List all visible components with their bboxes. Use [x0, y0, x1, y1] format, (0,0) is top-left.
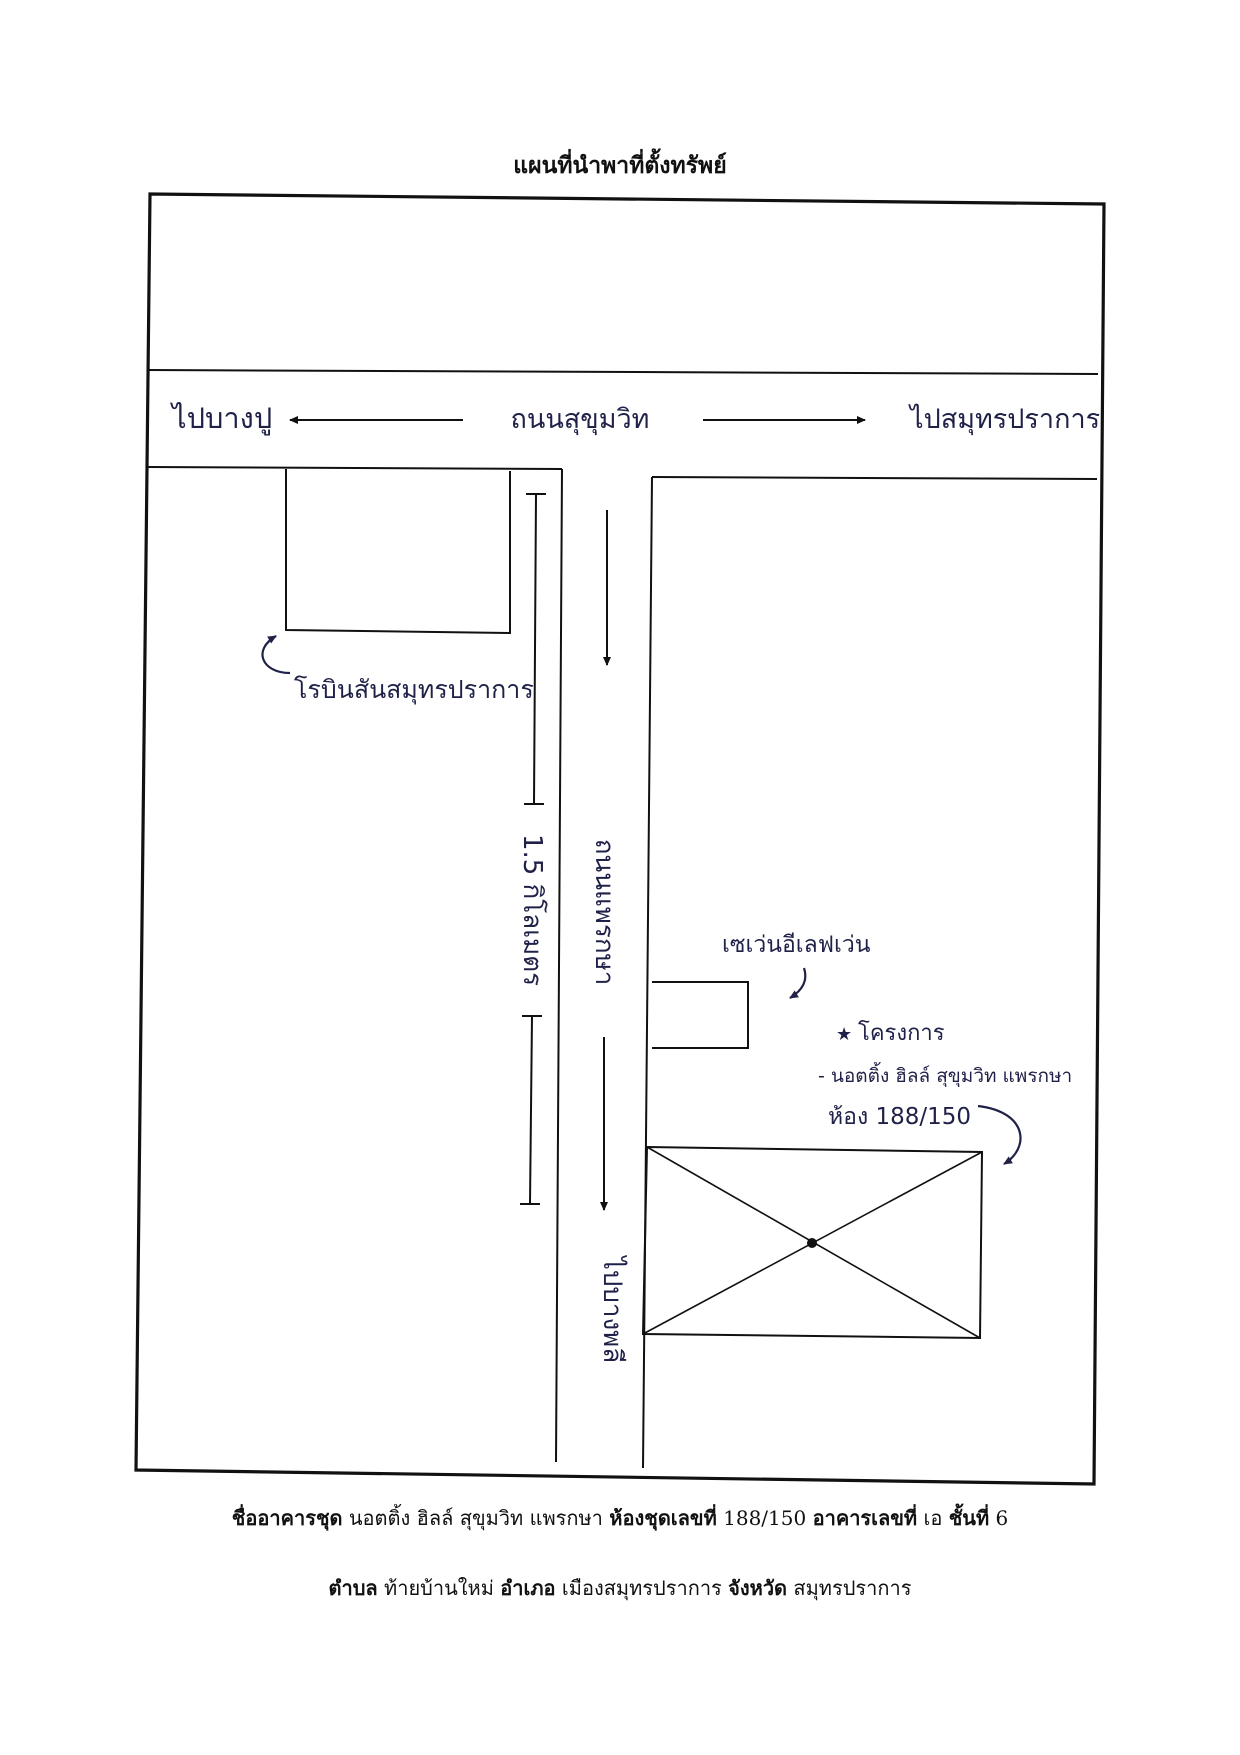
unit-number-value: 188/150	[723, 1506, 807, 1530]
building-name-value: นอตติ้ง ฮิลล์ สุขุมวิท แพรกษา	[348, 1506, 603, 1530]
building-name-label: ชื่ออาคารชุด	[231, 1506, 343, 1530]
building-number-value: เอ	[923, 1506, 943, 1530]
robinson-label: โรบินสันสมุทรปราการ	[294, 675, 534, 705]
phraeksa-road-right-edge	[642, 476, 653, 1469]
province-label: จังหวัด	[728, 1576, 788, 1600]
subdistrict-label: ตำบล	[328, 1576, 378, 1600]
seven-eleven-pointer-arrow	[789, 967, 807, 999]
project-label-line1: โครงการ	[858, 1020, 945, 1046]
sukhumvit-road-bottom-edge-right	[651, 476, 1098, 480]
province-value: สมุทรปราการ	[793, 1576, 912, 1600]
project-label-line3: ห้อง 188/150	[828, 1104, 971, 1130]
footer-address-line-2: ตำบล ท้ายบ้านใหม่ อำเภอ เมืองสมุทรปราการ…	[0, 1572, 1240, 1604]
building-number-label: อาคารเลขที่	[812, 1506, 918, 1530]
to-bang-phli-label: ไปบางพลี	[597, 1255, 628, 1363]
seven-eleven-building	[652, 981, 749, 1049]
project-label-line2: - นอตติ้ง ฮิลล์ สุขุมวิท แพรกษา	[818, 1062, 1072, 1088]
phraeksa-road-label: ถนนแพรกษา	[589, 839, 619, 986]
floor-value: 6	[995, 1506, 1009, 1530]
seven-eleven-label: เซเว่นอีเลฟเว่น	[722, 932, 871, 958]
sukhumvit-road-bottom-edge-left	[146, 466, 563, 470]
robinson-building	[285, 469, 511, 635]
distance-bar-lower	[529, 1015, 533, 1205]
sukhumvit-road-label: ถนนสุขุมวิท	[511, 404, 650, 436]
sukhumvit-road-top-edge	[147, 369, 1099, 375]
district-value: เมืองสมุทรปราการ	[561, 1576, 722, 1600]
district-label: อำเภอ	[500, 1576, 556, 1600]
subdistrict-value: ท้ายบ้านใหม่	[384, 1576, 494, 1600]
project-pointer-arrow	[977, 1104, 1022, 1165]
robinson-pointer-arrow	[261, 635, 291, 675]
to-bang-pu-label: ไปบางปู	[170, 401, 272, 436]
project-marker-icon: ★	[836, 1024, 852, 1045]
to-samut-prakan-label: ไปสมุทรปราการ	[908, 404, 1100, 436]
distance-bar-upper	[533, 493, 537, 805]
distance-label: 1.5 กิโลเมตร	[517, 834, 548, 986]
map-frame	[134, 192, 1106, 1486]
footer-address-line-1: ชื่ออาคารชุด นอตติ้ง ฮิลล์ สุขุมวิท แพรก…	[0, 1502, 1240, 1534]
phraeksa-road-left-edge	[555, 468, 563, 1463]
project-site-pin	[807, 1238, 817, 1248]
unit-number-label: ห้องชุดเลขที่	[609, 1506, 717, 1530]
floor-label: ชั้นที่	[948, 1506, 990, 1530]
page-title: แผนที่นำพาที่ตั้งทรัพย์	[513, 152, 727, 179]
